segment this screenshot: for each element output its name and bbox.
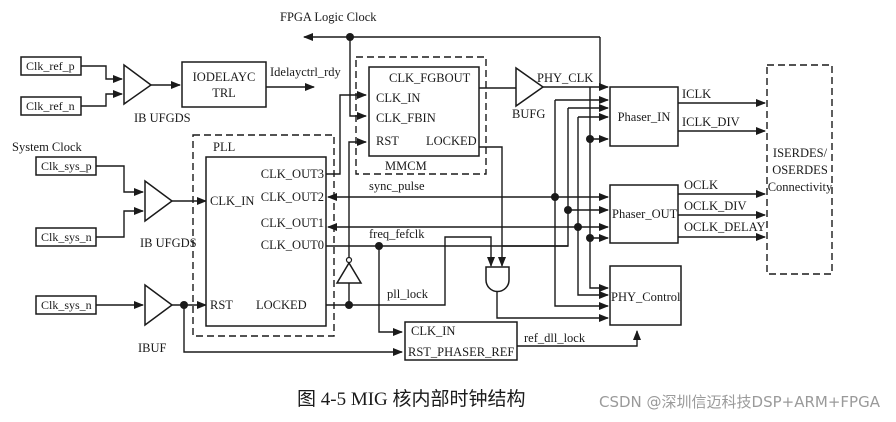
- clk-sys-p-label: Clk_sys_p: [41, 159, 92, 173]
- phaser-ref-clk-in-label: CLK_IN: [411, 324, 455, 338]
- phaser-ref-block: [404, 321, 518, 361]
- pll-clk-out2-label: CLK_OUT2: [261, 190, 324, 204]
- wire: [81, 65, 123, 83]
- ibuf-label: IBUF: [138, 341, 167, 355]
- oclk-delay-label: OCLK_DELAY: [684, 220, 765, 234]
- pll-clk-in-label: CLK_IN: [210, 194, 254, 208]
- phy-control-block: [609, 265, 682, 326]
- idelayctrl-rdy-label: Idelayctrl_rdy: [270, 65, 342, 79]
- pll-dashed-boundary: [192, 134, 335, 337]
- wire: [496, 291, 609, 322]
- ibufgds-ref-buffer: [123, 63, 153, 106]
- mmcm-clk-in-label: CLK_IN: [376, 91, 420, 105]
- fpga-logic-clock-label: FPGA Logic Clock: [280, 10, 377, 24]
- wire: [517, 330, 641, 347]
- wire: [96, 207, 144, 238]
- serdes-label-3: Connectivity: [768, 180, 833, 194]
- pll-lock-label: pll_lock: [387, 287, 429, 301]
- ibufgds-sys-buffer: [144, 179, 174, 223]
- sync-pulse-label: sync_pulse: [369, 179, 425, 193]
- serdes-label-1: ISERDES/: [773, 146, 828, 160]
- phy-clk-label: PHY_CLK: [537, 71, 593, 85]
- mmcm-clk-fgbout-label: CLK_FGBOUT: [389, 71, 471, 85]
- inverter-bubble: [345, 256, 353, 264]
- watermark: CSDN @深圳信迈科技DSP+ARM+FPGA: [599, 393, 881, 411]
- phaser-ref-rst-label: RST_PHASER_REF: [408, 345, 514, 359]
- wire: [589, 87, 609, 292]
- wire: [326, 236, 495, 306]
- wire: [577, 227, 609, 299]
- iodelayctrl-label-1: IODELAYC: [193, 70, 256, 84]
- oclk-label: OCLK: [684, 178, 718, 192]
- phaser-out-block: [609, 184, 679, 244]
- phaser-in-block: [609, 86, 679, 147]
- bufg-label: BUFG: [512, 107, 545, 121]
- oclk-div-label: OCLK_DIV: [684, 199, 747, 213]
- pll-locked-label: LOCKED: [256, 298, 307, 312]
- iclk-div-label: ICLK_DIV: [682, 115, 740, 129]
- pll-clk-out0-label: CLK_OUT0: [261, 238, 324, 252]
- figure-caption: 图 4-5 MIG 核内部时钟结构: [297, 388, 526, 410]
- junction-dot: [345, 301, 353, 309]
- phaser-in-title: Phaser_IN: [618, 110, 671, 124]
- phy-control-title: PHY_Control: [611, 290, 681, 304]
- pll-block: [205, 156, 327, 327]
- ibufgds-sys-label: IB UFGDS: [140, 236, 197, 250]
- system-clock-label: System Clock: [12, 140, 83, 154]
- iodelayctrl-label-2: TRL: [212, 86, 236, 100]
- ibufgds-ref-label: IB UFGDS: [134, 111, 191, 125]
- serdes-label-2: OSERDES: [772, 163, 828, 177]
- iodelayctrl-box: [181, 61, 267, 108]
- wire: [554, 197, 609, 310]
- wire: [96, 165, 144, 196]
- ref-dll-lock-label: ref_dll_lock: [524, 331, 586, 345]
- mmcm-block: [368, 66, 480, 157]
- clk-ref-p-label: Clk_ref_p: [26, 59, 75, 73]
- inverter-gate: [335, 261, 363, 284]
- pll-clk-out1-label: CLK_OUT1: [261, 216, 324, 230]
- bufg-buffer: [515, 66, 545, 108]
- pll-title: PLL: [213, 140, 235, 154]
- clk-ref-n-label: Clk_ref_n: [26, 99, 75, 113]
- freq-refclk-label: freq_fefclk: [369, 227, 425, 241]
- iclk-label: ICLK: [682, 87, 711, 101]
- wire: [349, 37, 367, 120]
- wire: [378, 246, 403, 336]
- and-gate: [485, 266, 510, 293]
- mmcm-title: MMCM: [385, 159, 427, 173]
- wire: [183, 305, 403, 356]
- pll-rst-label: RST: [210, 298, 233, 312]
- wire: [502, 108, 569, 247]
- mmcm-rst-label: RST: [376, 134, 399, 148]
- ibuf-buffer: [144, 283, 174, 327]
- wire: [326, 91, 367, 175]
- clk-sys-n-rst-label: Clk_sys_n: [41, 298, 92, 312]
- mmcm-locked-label: LOCKED: [426, 134, 477, 148]
- wire: [81, 90, 123, 107]
- phaser-out-title: Phaser_OUT: [612, 207, 678, 221]
- clk-sys-n-label: Clk_sys_n: [41, 230, 92, 244]
- mmcm-clk-fbin-label: CLK_FBIN: [376, 111, 436, 125]
- wire: [348, 138, 367, 257]
- mmcm-dashed-boundary: [355, 56, 487, 175]
- serdes-dashed-boundary: [766, 64, 833, 275]
- pll-clk-out3-label: CLK_OUT3: [261, 167, 324, 181]
